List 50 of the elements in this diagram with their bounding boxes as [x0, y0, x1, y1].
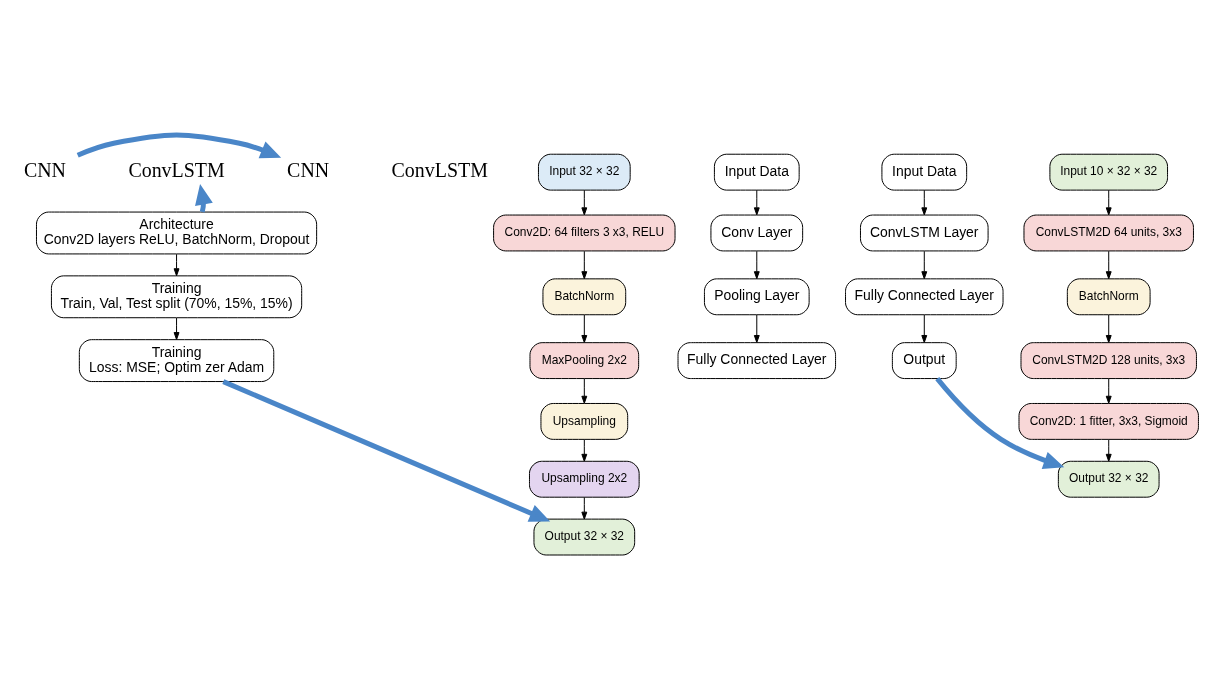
node-box: Conv2D: 1 fitter, 3x3, Sigmoid — [1018, 402, 1199, 440]
node-box: Pooling Layer — [703, 278, 810, 316]
arrow — [581, 496, 588, 520]
node-box: Input Data — [881, 153, 968, 191]
arrow — [173, 253, 180, 277]
node-box: BatchNorm — [1066, 278, 1151, 316]
node-text: ConvLSTM — [128, 159, 225, 182]
node-box: ConvLSTM Layer — [860, 214, 989, 252]
node-text: CNN — [23, 159, 66, 182]
arrow — [921, 189, 928, 216]
node-box: Fully Connected Layer — [677, 342, 837, 380]
node-box: Output 32 × 32 — [533, 518, 636, 556]
node-box: Input Data — [713, 153, 800, 191]
arrow — [581, 378, 588, 404]
node-box: Output — [891, 342, 957, 380]
node-box: Architecture Conv2D layers ReLU, BatchNorm, Dropout — [36, 211, 318, 255]
arrow — [581, 250, 588, 280]
arrow — [581, 189, 588, 216]
node-box: MaxPooling 2x2 — [529, 342, 640, 380]
node-box: Conv Layer — [710, 214, 804, 252]
arrow — [173, 317, 180, 341]
node-box: ConvLSTM2D 64 units, 3x3 — [1023, 214, 1194, 252]
arrow — [581, 314, 588, 343]
arrow — [1105, 189, 1112, 216]
node-box: Input 32 × 32 — [537, 153, 631, 191]
arrow — [1105, 378, 1112, 404]
arrow — [753, 314, 760, 343]
arrow — [581, 438, 588, 462]
node-box: Input 10 × 32 × 32 — [1049, 153, 1169, 191]
node-box: Fully Connected Layer — [845, 278, 1004, 316]
arrow — [222, 379, 551, 522]
arrow — [921, 314, 928, 343]
arrow — [1105, 438, 1112, 462]
arrow — [76, 132, 282, 159]
node-box: Training Train, Val, Test split (70%, 15%, 15%) — [50, 275, 303, 319]
node-text: CNN — [287, 159, 330, 182]
arrow — [1105, 314, 1112, 343]
node-text: ConvLSTM — [391, 159, 488, 182]
node-box: BatchNorm — [542, 278, 627, 316]
arrow — [753, 250, 760, 280]
arrow — [753, 189, 760, 216]
node-box: Upsampling 2x2 — [529, 460, 640, 498]
arrow — [1105, 250, 1112, 280]
node-box: Conv2D: 64 filters 3 x3, RELU — [493, 214, 676, 252]
arrow — [935, 377, 1065, 469]
arrow — [921, 250, 928, 280]
node-box: Output 32 × 32 — [1057, 460, 1160, 498]
node-box: Upsampling — [540, 402, 629, 440]
node-box: ConvLSTM2D 128 units, 3x3 — [1020, 342, 1197, 380]
node-box: Training Loss: MSE; Optim zer Adam — [78, 339, 275, 383]
